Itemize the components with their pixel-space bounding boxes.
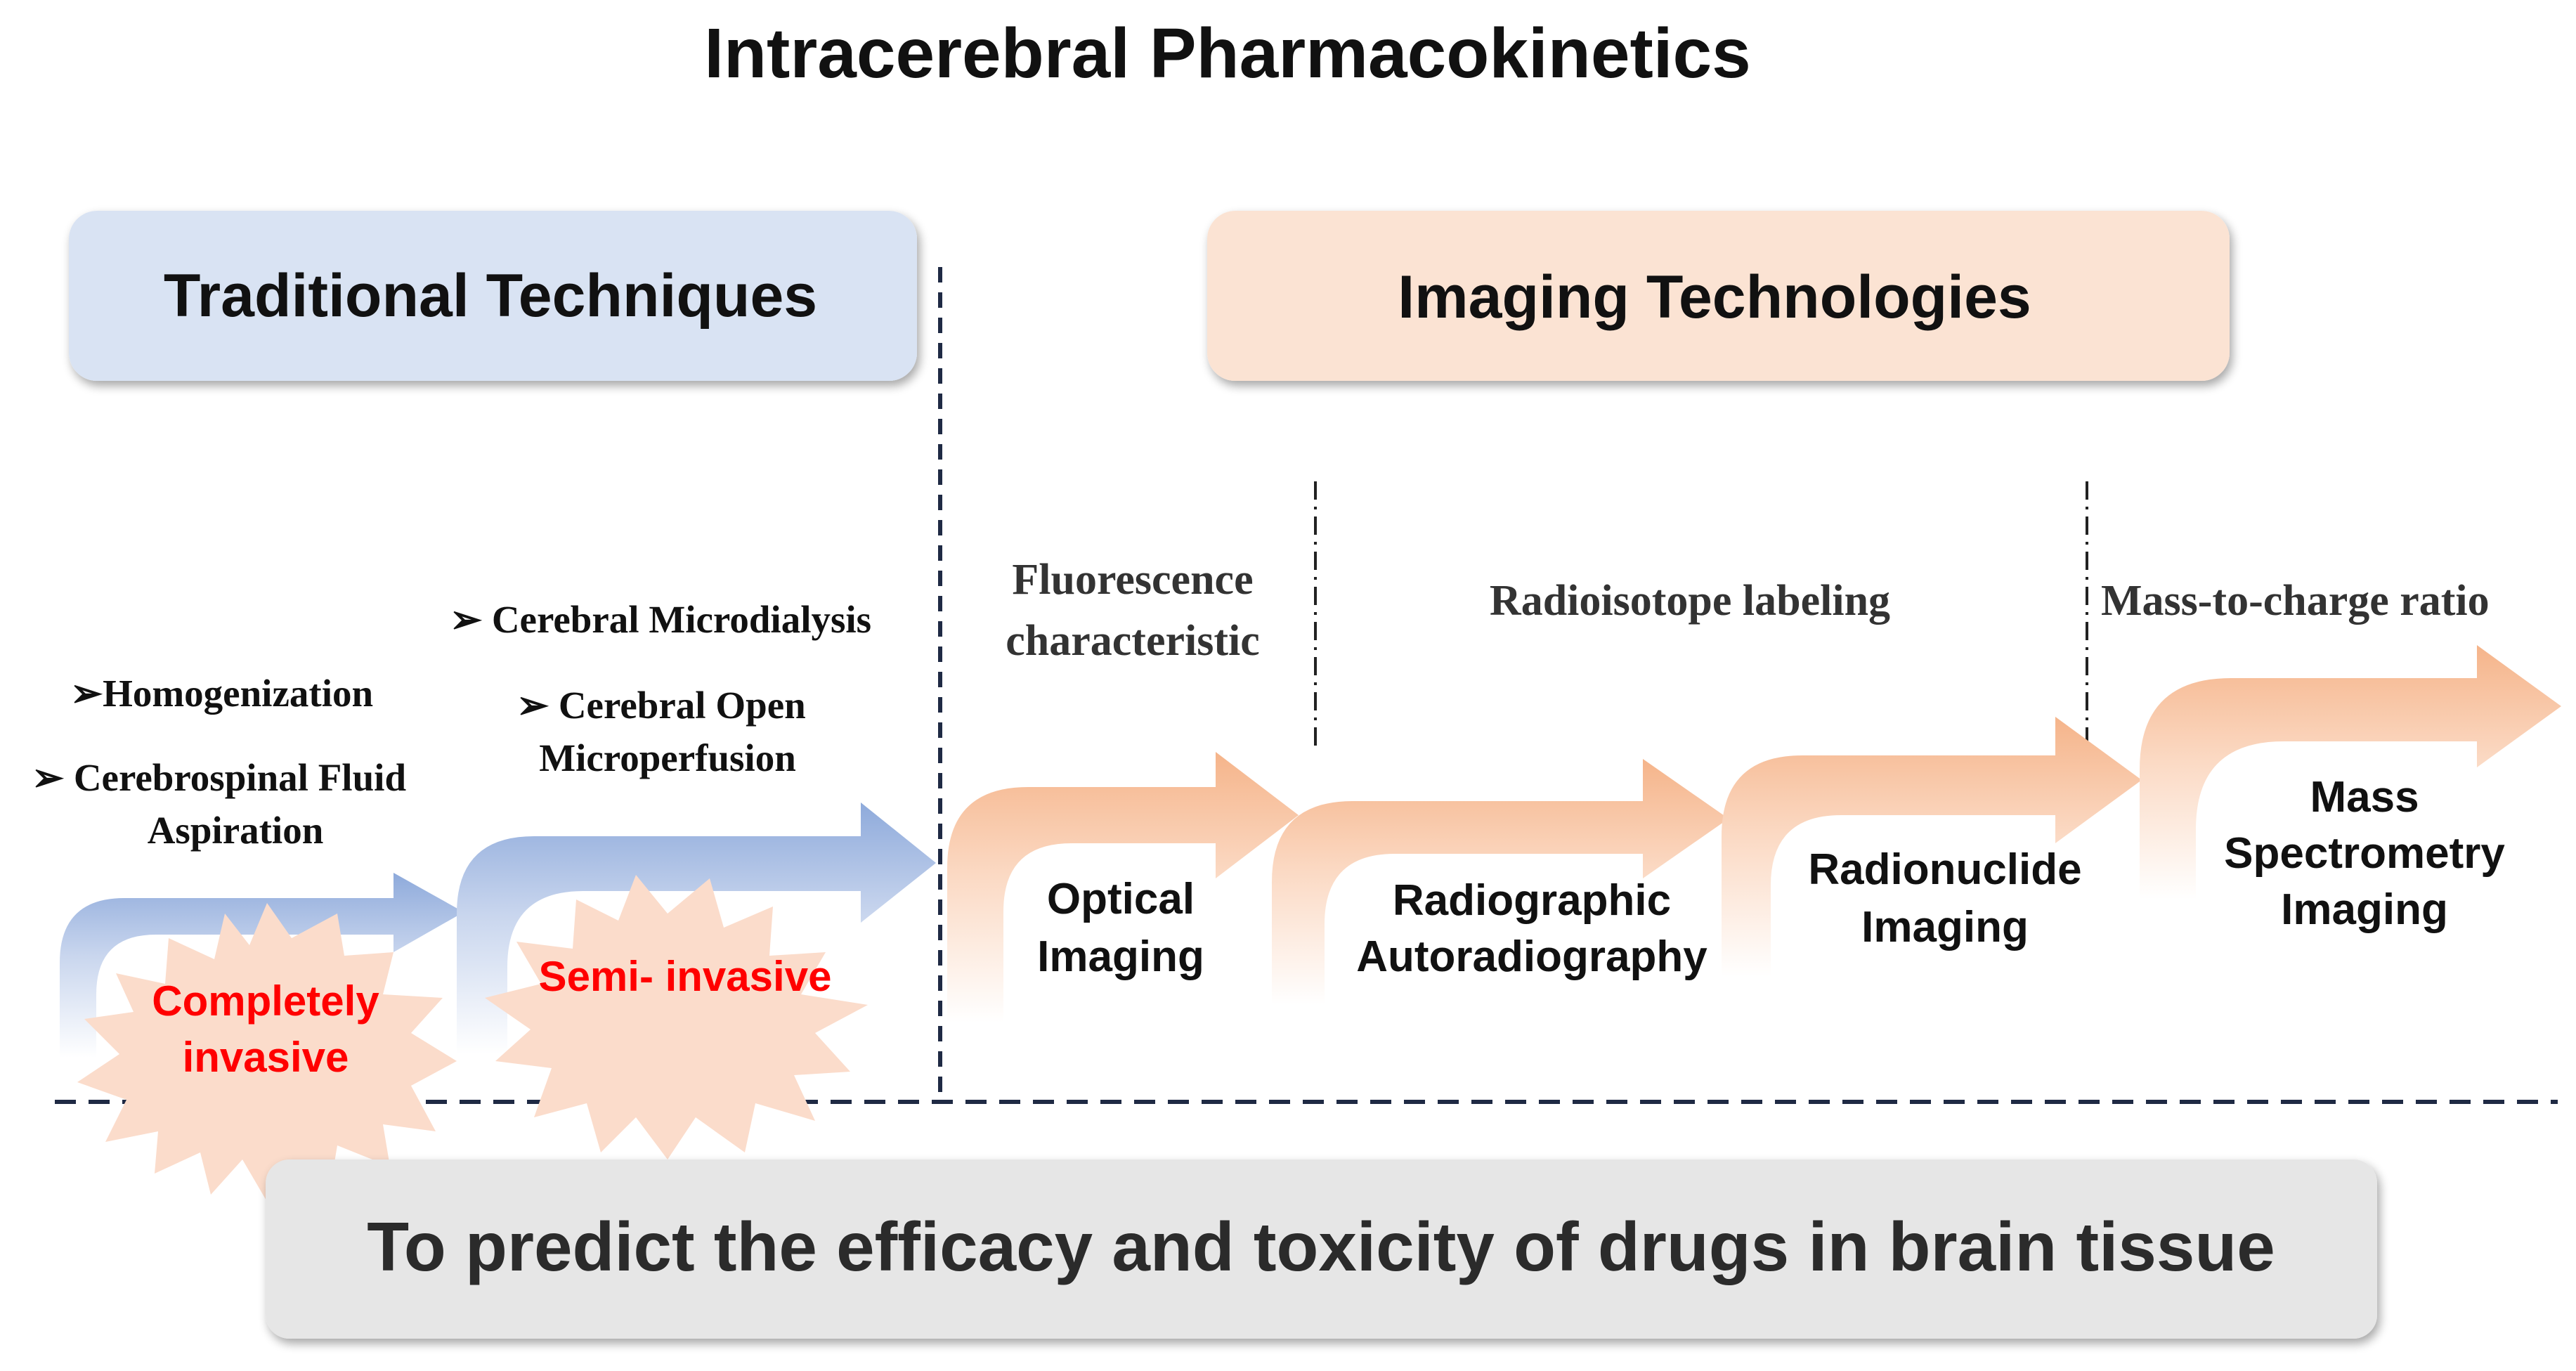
imaging-radiographic-line2: Autoradiography bbox=[1356, 933, 1707, 981]
orange-arrow-radiographic bbox=[1272, 759, 1729, 1005]
orange-arrow-mass-spec bbox=[2140, 645, 2561, 899]
imaging-radionuclide-line1: Radionuclide bbox=[1808, 845, 2081, 894]
method-csf-aspiration-line1: ➢ Cerebrospinal Fluid bbox=[32, 756, 406, 799]
method-cerebral-open-microperfusion-line2: Microperfusion bbox=[539, 736, 796, 779]
diagram-title: Intracerebral Pharmacokinetics bbox=[704, 14, 1751, 93]
imaging-mass-spec-line1: Mass bbox=[2310, 773, 2419, 821]
goal-banner: To predict the efficacy and toxicity of … bbox=[266, 1159, 2377, 1339]
principle-radioisotope-labeling: Radioisotope labeling bbox=[1490, 577, 1890, 625]
traditional-techniques-label: Traditional Techniques bbox=[164, 262, 817, 330]
imaging-mass-spec-line3: Imaging bbox=[2281, 885, 2448, 934]
imaging-mass-spec-line2: Spectrometry bbox=[2224, 829, 2505, 878]
principle-fluorescence-line1: Fluorescence bbox=[1012, 556, 1253, 604]
orange-arrow-optical bbox=[947, 752, 1299, 1022]
imaging-optical-line1: Optical bbox=[1047, 875, 1195, 923]
method-homogenization: ➢Homogenization bbox=[70, 672, 373, 715]
method-cerebral-open-microperfusion-line1: ➢ Cerebral Open bbox=[516, 684, 806, 727]
method-csf-aspiration-line2: Aspiration bbox=[148, 809, 324, 852]
principle-mass-to-charge: Mass-to-charge ratio bbox=[2101, 577, 2490, 625]
principle-fluorescence-line2: characteristic bbox=[1006, 617, 1259, 665]
imaging-technologies-header: Imaging Technologies bbox=[1207, 211, 2230, 381]
burst-semi-invasive bbox=[485, 875, 868, 1159]
imaging-optical-line2: Imaging bbox=[1037, 933, 1204, 981]
label-completely-invasive-line2: invasive bbox=[183, 1034, 349, 1081]
burst-completely-invasive bbox=[77, 903, 457, 1202]
goal-banner-text: To predict the efficacy and toxicity of … bbox=[367, 1208, 2275, 1285]
imaging-radiographic-line1: Radiographic bbox=[1393, 876, 1671, 925]
orange-arrow-radionuclide bbox=[1722, 717, 2142, 977]
method-cerebral-microdialysis: ➢ Cerebral Microdialysis bbox=[450, 598, 871, 641]
label-completely-invasive-line1: Completely bbox=[152, 977, 379, 1025]
blue-arrow-2 bbox=[457, 803, 936, 1054]
blue-arrow-1 bbox=[60, 873, 464, 1058]
imaging-technologies-label: Imaging Technologies bbox=[1398, 264, 2031, 331]
imaging-radionuclide-line2: Imaging bbox=[1861, 903, 2029, 951]
label-semi-invasive: Semi- invasive bbox=[539, 953, 832, 1000]
traditional-techniques-header: Traditional Techniques bbox=[69, 211, 917, 381]
